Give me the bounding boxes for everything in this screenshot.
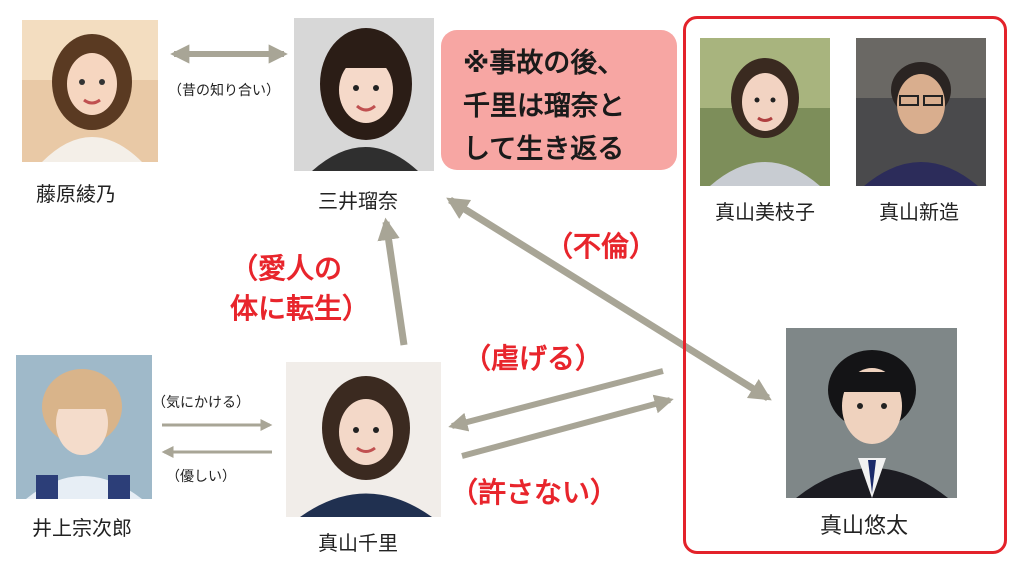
name-inoue: 井上宗次郎 — [32, 512, 132, 541]
photo-mitsui — [294, 18, 434, 171]
portrait-yuta — [786, 328, 957, 498]
arrow-chisato-mitsui — [386, 222, 404, 345]
name-yuta: 真山悠太 — [820, 508, 908, 540]
photo-yuta — [786, 328, 957, 498]
label-abuse: （虐げる） — [463, 340, 603, 378]
note-line3: して生き返る — [463, 128, 669, 171]
portrait-chisato — [286, 362, 441, 517]
arrow-yuta-chisato — [452, 371, 663, 426]
photo-chisato — [286, 362, 441, 517]
photo-fujiwara — [22, 20, 158, 162]
portrait-miyoko — [700, 38, 830, 186]
photo-inoue — [16, 355, 152, 499]
portrait-shinzo — [856, 38, 986, 186]
label-affair: （不倫） — [545, 228, 657, 266]
label-kind: （優しい） — [166, 466, 236, 486]
portrait-fujiwara — [22, 20, 158, 162]
photo-miyoko — [700, 38, 830, 186]
name-chisato: 真山千里 — [318, 527, 398, 556]
note-line1: ※事故の後、 — [463, 42, 669, 85]
portrait-mitsui — [294, 18, 434, 171]
arrow-chisato-yuta — [462, 400, 670, 456]
name-fujiwara: 藤原綾乃 — [36, 178, 116, 207]
label-reincarnated-line1: （愛人の — [230, 250, 342, 288]
accident-note: ※事故の後、 千里は瑠奈と して生き返る — [441, 30, 677, 170]
name-mitsui: 三井瑠奈 — [318, 185, 398, 214]
label-not-forgive: （許さない） — [450, 474, 618, 512]
label-reincarnated-line2: 体に転生） — [230, 290, 370, 328]
photo-shinzo — [856, 38, 986, 186]
portrait-inoue — [16, 355, 152, 499]
note-line2: 千里は瑠奈と — [463, 85, 669, 128]
label-care-about: （気にかける） — [152, 392, 250, 412]
name-shinzo: 真山新造 — [879, 196, 959, 225]
label-old-acquaintance: （昔の知り合い） — [168, 80, 280, 100]
name-miyoko: 真山美枝子 — [715, 196, 815, 225]
